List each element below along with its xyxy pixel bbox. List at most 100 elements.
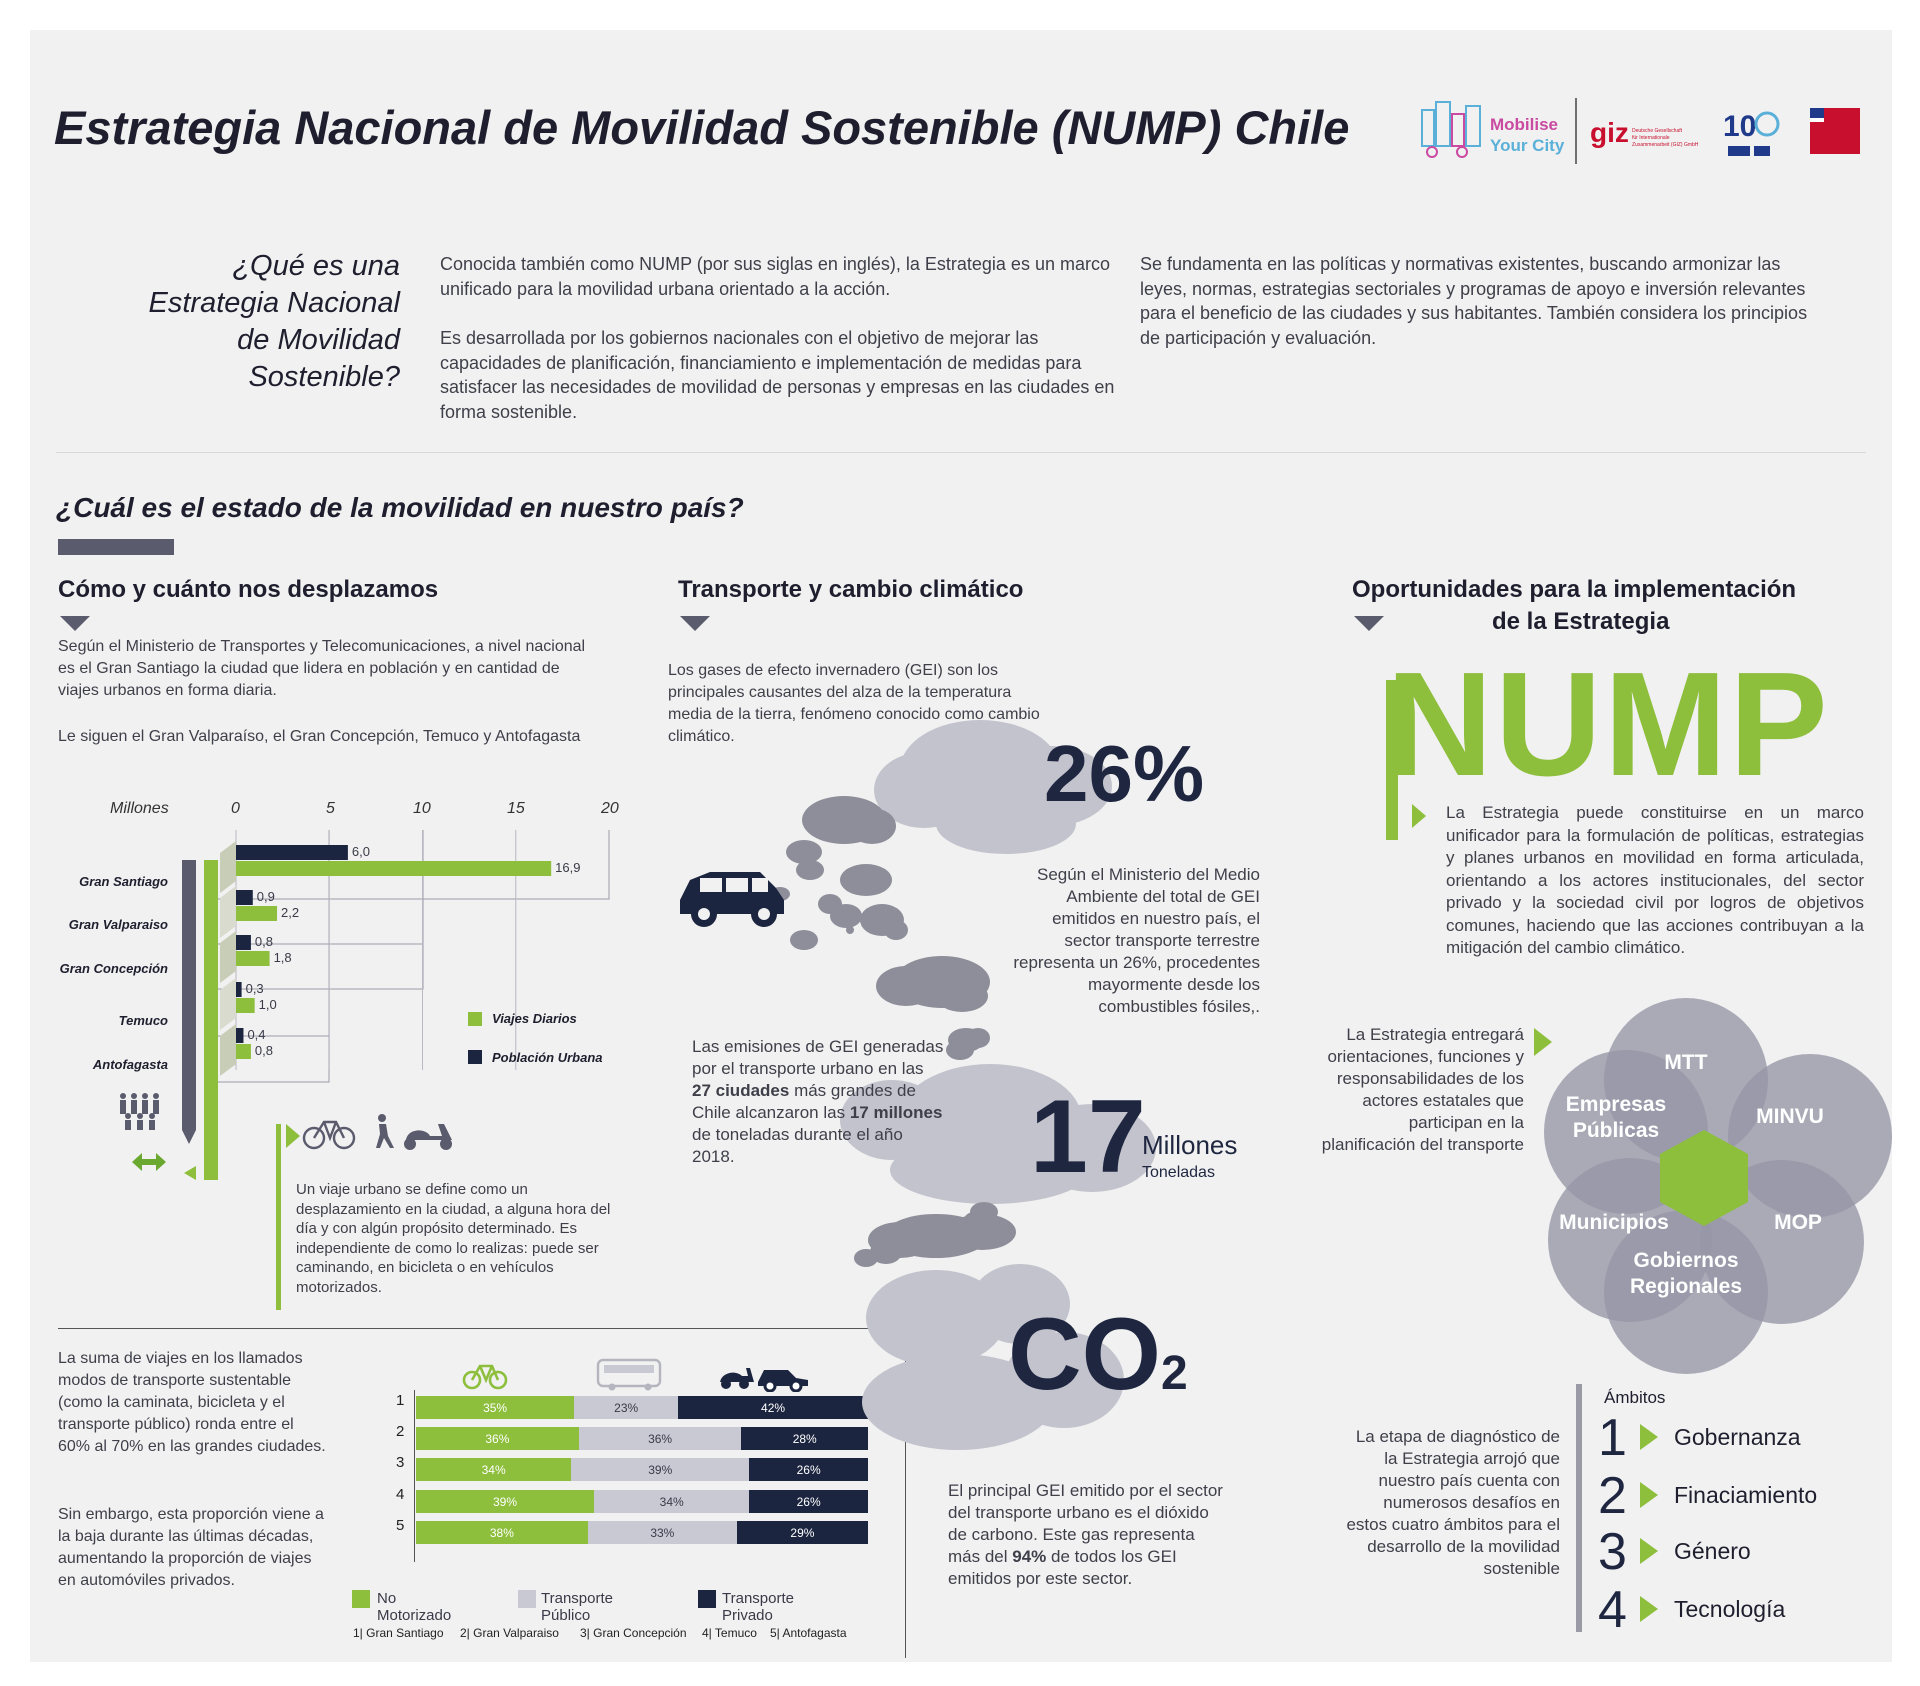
col1-heading: Cómo y cuánto nos desplazamos [58,576,439,603]
segment-non-motorized: 38% [416,1521,588,1544]
ambito-label-genero: Género [1674,1538,1751,1564]
mode-share-icons [462,1358,808,1392]
chart1-gridline [216,830,610,900]
col3-paragraph-1: La Estrategia puede constituirse en un m… [1446,803,1864,957]
intro-question: ¿Qué es una Estrategia Nacional de Movil… [148,250,400,393]
mode-share-axis [414,1390,415,1562]
chart1-pillar-trips [204,860,218,1180]
bar-trips [236,861,552,876]
mobilise-logo [1421,101,1481,158]
cloud-17-million [840,1064,1156,1204]
svg-text:Your City: Your City [1490,136,1565,155]
car-scooter-mode-icon [720,1368,808,1392]
nump-big-word: NUMP [1386,642,1830,807]
chart1-connector [220,841,236,893]
chart1-value-label: 2,2 [281,905,300,920]
segment-private: 26% [749,1458,868,1481]
logos-graphic: Mobilise Your City giz Deutsche Gesellsc… [1421,98,1860,164]
segment-public: 23% [574,1396,679,1419]
segment-non-motorized: 35% [416,1396,575,1419]
ambito-label-gobernanza: Gobernanza [1674,1424,1801,1450]
ambito-label-financiamiento: Finaciamiento [1674,1482,1818,1508]
bar-trips [236,998,255,1013]
mode-row-number: 1 [396,1392,405,1409]
trip-definition-bar [276,1124,281,1310]
walking-person-icon [376,1114,394,1148]
emissions-clouds-graphic [680,720,1156,1450]
mode-row-number: 4 [396,1486,405,1503]
stat-17-text-c: de toneladas durante el año 2018. [692,1125,903,1166]
svg-text:Zusammenarbeit (GIZ) GmbH: Zusammenarbeit (GIZ) GmbH [1632,142,1699,148]
petal-label-empresas-publicas: Empresas Públicas [1565,1093,1667,1142]
section-title-bar [58,539,174,555]
chart1-connector [220,1024,236,1076]
population-trips-chart: Millones 0 5 10 15 20 Gran Santiago Gran… [0,0,700,1200]
svg-text:für Internationale: für Internationale [1632,135,1670,141]
mode-row-number: 3 [396,1454,405,1471]
chart1-value-label: 1,8 [273,950,292,965]
ambito-number: 1 [1598,1409,1627,1467]
logo-strip: Mobilise Your City giz Deutsche Gesellsc… [1418,96,1864,166]
petal-label-mtt: MTT [1664,1051,1708,1074]
bar-trips [236,951,270,966]
modes-paragraph-2: Sin embargo, esta proporción viene a la … [58,1506,324,1589]
col3-paragraph-2: La Estrategia entregará orientaciones, f… [1321,1025,1524,1154]
co2-text-bold: 94% [1012,1547,1047,1566]
bar-trips [236,906,278,921]
chart1-category-2: Gran Concepción [59,961,168,976]
segment-public: 39% [571,1458,750,1481]
page-title: Estrategia Nacional de Movilidad Sosteni… [54,101,1350,154]
col2-paragraph-1: Los gases de efecto invernadero (GEI) so… [668,662,1040,745]
chart1-category-0: Gran Santiago [79,874,168,889]
stat-17-bold-a: 27 ciudades [692,1081,790,1100]
cloud-co2 [862,1264,1124,1450]
bar-population [236,890,253,905]
chart1-pillar-tip [184,1166,196,1180]
legend-swatch-population [468,1050,482,1064]
people-icon [120,1093,159,1130]
petal-label-mop: MOP [1774,1211,1822,1234]
stat-17-text-b: más grandes de Chile alcanzaron las [692,1081,916,1122]
chart1-value-label: 6,0 [351,844,370,859]
chart1-value-label: 0,8 [254,934,273,949]
city-key-1: 1| Gran Santiago [353,1626,444,1640]
city-key-2: 2| Gran Valparaiso [460,1626,559,1640]
mode-share-row: 35%23%42% [416,1396,868,1419]
trip-modes-icons [302,1114,452,1150]
co2-subscript: 2 [1161,1347,1188,1400]
nump-accent-bar [1386,680,1398,840]
stat-17-value: 17 [1030,1079,1146,1195]
car-icon [680,872,784,927]
stat-17-bold-b: 17 millones [849,1103,943,1122]
bus-mode-icon [596,1358,662,1391]
chart1-xtick-20: 20 [601,800,619,817]
col3-heading-marker [1354,616,1384,631]
co2-text: El principal GEI emitido por el sector d… [948,1480,1228,1590]
chart1-category-3: Temuco [118,1013,168,1028]
chart1-value-label: 0,8 [254,1043,273,1058]
bar-population [236,845,348,860]
mode-share-row: 34%39%26% [416,1458,868,1481]
double-arrow-icon [132,1153,166,1171]
col3-heading-line2: de la Estrategia [1492,608,1670,635]
chart1-value-label: 0,4 [247,1027,266,1042]
chart1-pillar-tip [182,1130,196,1144]
segment-private: 26% [749,1490,868,1513]
city-key-4: 4| Temuco [702,1626,757,1640]
legend-label-non-motorized: No Motorizado [377,1590,452,1624]
legend-swatch-non-motorized [352,1590,370,1608]
chart1-connector [220,886,236,938]
segment-public: 33% [587,1521,737,1544]
chart1-pillar-population [182,860,196,1130]
mode-share-row: 38%33%29% [416,1521,868,1544]
giz-logo: giz [1590,117,1629,148]
segment-public: 34% [594,1490,750,1513]
svg-text:Mobilise: Mobilise [1490,115,1558,134]
svg-text:Deutsche Gesellschaft: Deutsche Gesellschaft [1632,128,1683,134]
ambito-number: 3 [1598,1523,1627,1581]
ambito-label-tecnologia: Tecnología [1674,1596,1786,1622]
mode-share-row: 39%34%26% [416,1490,868,1513]
smoke-puffs [738,796,998,1267]
ambito-marker [1640,1596,1658,1622]
intro-paragraph-1: Conocida también como NUMP (por sus sigl… [440,254,1110,299]
